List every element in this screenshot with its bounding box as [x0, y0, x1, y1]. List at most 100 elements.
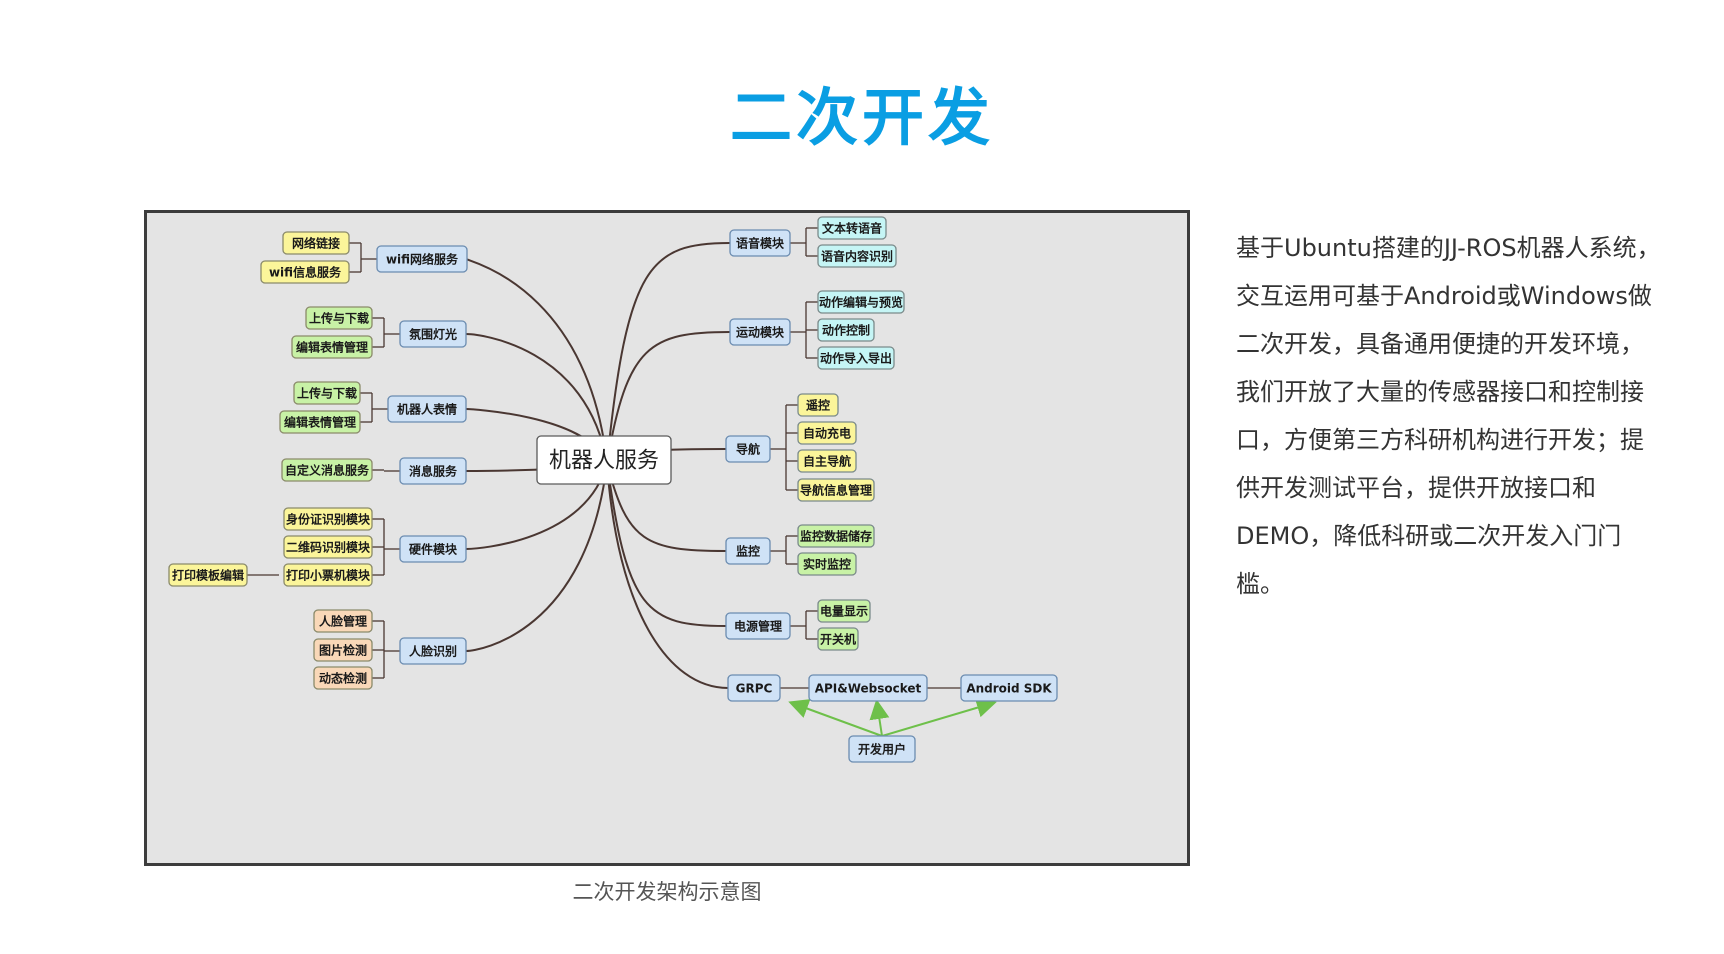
right-leaf-4-1-label: 监控数据储存 [800, 529, 872, 544]
left-leaf-4-1: 自定义消息服务 [281, 458, 373, 482]
api-node-1-box [727, 674, 781, 702]
right-branch-4-label: 监控 [736, 544, 760, 559]
left-branch-6-label: 人脸识别 [409, 644, 457, 659]
right-leaf-2-1-label: 动作编辑与预览 [819, 295, 903, 310]
left-leaf-2-2-box [291, 335, 373, 359]
sub-leaf-print-template: 打印模板编辑 [168, 563, 248, 587]
right-leaf-2-1-box [817, 290, 905, 314]
left-leaf-3-2-box [279, 410, 361, 434]
left-branch-1-box [376, 245, 468, 273]
right-leaf-3-2-box [797, 421, 857, 445]
right-leaf-2-2: 动作控制 [817, 318, 875, 342]
developer-node-box [848, 735, 916, 763]
left-branch-line-1 [465, 258, 608, 464]
right-leaf-5-1: 电量显示 [817, 599, 871, 623]
developer-arrow-3 [881, 697, 997, 737]
right-leaf-1-2: 语音内容识别 [817, 244, 897, 268]
api-node-1-label: GRPC [736, 682, 773, 696]
developer-node-label: 开发用户 [858, 742, 906, 757]
left-leaf-6-1-label: 人脸管理 [319, 614, 367, 629]
api-branch-line [606, 462, 729, 689]
right-leaf-4-2: 实时监控 [797, 552, 857, 576]
right-leaf-3-1-box [797, 393, 839, 417]
left-branch-5: 硬件模块 [399, 535, 467, 563]
right-branch-3-box [725, 435, 771, 463]
left-leaf-6-1-box [313, 609, 373, 633]
left-branch-3: 机器人表情 [387, 395, 467, 423]
right-leaf-3-2: 自动充电 [797, 421, 857, 445]
left-branch-5-box [399, 535, 467, 563]
left-leaf-3-2-label: 编辑表情管理 [283, 415, 356, 430]
api-node-3: Android SDK [960, 674, 1058, 702]
diagram-caption: 二次开发架构示意图 [572, 880, 762, 904]
right-branch-3: 导航 [725, 435, 771, 463]
left-leaf-6-2-label: 图片检测 [319, 643, 367, 658]
right-branch-2-label: 运动模块 [736, 325, 785, 340]
left-branch-1: wifi网络服务 [376, 245, 468, 273]
right-leaf-3-2-label: 自动充电 [803, 426, 851, 441]
right-leaf-3-3-box [797, 449, 857, 473]
right-leaf-1-2-box [817, 244, 897, 268]
right-branch-1-box [729, 229, 791, 257]
right-branch-1: 语音模块 [729, 229, 791, 257]
left-leaf-5-1: 身份证识别模块 [283, 507, 373, 531]
right-branch-3-label: 导航 [736, 442, 760, 457]
left-leaf-5-2-label: 二维码识别模块 [286, 540, 371, 555]
api-node-1: GRPC [727, 674, 781, 702]
left-leaf-6-3-box [313, 666, 373, 690]
right-branch-4: 监控 [725, 537, 771, 565]
left-branch-6: 人脸识别 [399, 637, 467, 665]
left-leaf-2-1-label: 上传与下载 [309, 311, 369, 326]
api-node-2-box [808, 674, 928, 702]
right-leaf-2-3-label: 动作导入导出 [820, 351, 892, 366]
api-node-3-label: Android SDK [966, 682, 1052, 696]
left-branch-3-box [387, 395, 467, 423]
left-leaf-1-1-label: 网络链接 [292, 236, 340, 251]
left-leaf-3-1: 上传与下载 [293, 381, 361, 405]
right-leaf-2-2-box [817, 318, 875, 342]
nodes: 网络链接wifi信息服务wifi网络服务上传与下载编辑表情管理氛围灯光上传与下载… [168, 216, 1058, 763]
right-leaf-2-3-box [817, 346, 895, 370]
left-leaf-2-2: 编辑表情管理 [291, 335, 373, 359]
right-branch-1-label: 语音模块 [736, 236, 785, 251]
left-leaf-5-3-box [283, 563, 373, 587]
left-branch-line-6 [465, 462, 608, 652]
right-leaf-1-2-label: 语音内容识别 [821, 249, 893, 264]
left-leaf-5-2-box [283, 535, 373, 559]
left-leaf-3-2: 编辑表情管理 [279, 410, 361, 434]
api-node-2: API&Websocket [808, 674, 928, 702]
right-leaf-3-3: 自主导航 [797, 449, 857, 473]
right-branch-5: 电源管理 [725, 612, 791, 640]
right-leaf-5-2-label: 开关机 [820, 632, 856, 647]
left-branch-5-label: 硬件模块 [409, 542, 458, 557]
left-branch-2-label: 氛围灯光 [409, 327, 457, 342]
right-leaf-5-2-box [817, 627, 859, 651]
left-leaf-5-1-label: 身份证识别模块 [286, 512, 371, 527]
left-leaf-5-2: 二维码识别模块 [283, 535, 373, 559]
left-leaf-2-1: 上传与下载 [305, 306, 373, 330]
right-leaf-3-1: 遥控 [797, 393, 839, 417]
right-branch-line-4 [606, 462, 727, 552]
left-branch-4-label: 消息服务 [409, 464, 458, 479]
right-leaf-3-4: 导航信息管理 [797, 478, 875, 502]
right-leaf-3-3-label: 自主导航 [803, 454, 851, 469]
api-node-3-box [960, 674, 1058, 702]
left-branch-2: 氛围灯光 [399, 320, 467, 348]
left-leaf-3-1-label: 上传与下载 [297, 386, 357, 401]
right-leaf-1-1: 文本转语音 [817, 216, 887, 240]
left-leaf-6-1: 人脸管理 [313, 609, 373, 633]
left-leaf-1-2-box [260, 260, 350, 284]
mind-map-canvas: 网络链接wifi信息服务wifi网络服务上传与下载编辑表情管理氛围灯光上传与下载… [168, 216, 1058, 763]
right-leaf-1-1-box [817, 216, 887, 240]
left-branch-4-box [399, 457, 467, 485]
left-leaf-1-2: wifi信息服务 [260, 260, 350, 284]
right-leaf-1-1-label: 文本转语音 [822, 221, 882, 236]
center-node: 机器人服务 [536, 435, 672, 485]
right-leaf-5-2: 开关机 [817, 627, 859, 651]
left-leaf-4-1-label: 自定义消息服务 [285, 463, 370, 478]
right-leaf-3-4-box [797, 478, 875, 502]
right-leaf-4-1-box [797, 524, 875, 548]
description-text: 基于Ubuntu搭建的JJ-ROS机器人系统，交互运用可基于Android或Wi… [1236, 234, 1661, 598]
left-leaf-1-1-box [282, 231, 350, 255]
left-leaf-1-2-label: wifi信息服务 [269, 265, 342, 280]
